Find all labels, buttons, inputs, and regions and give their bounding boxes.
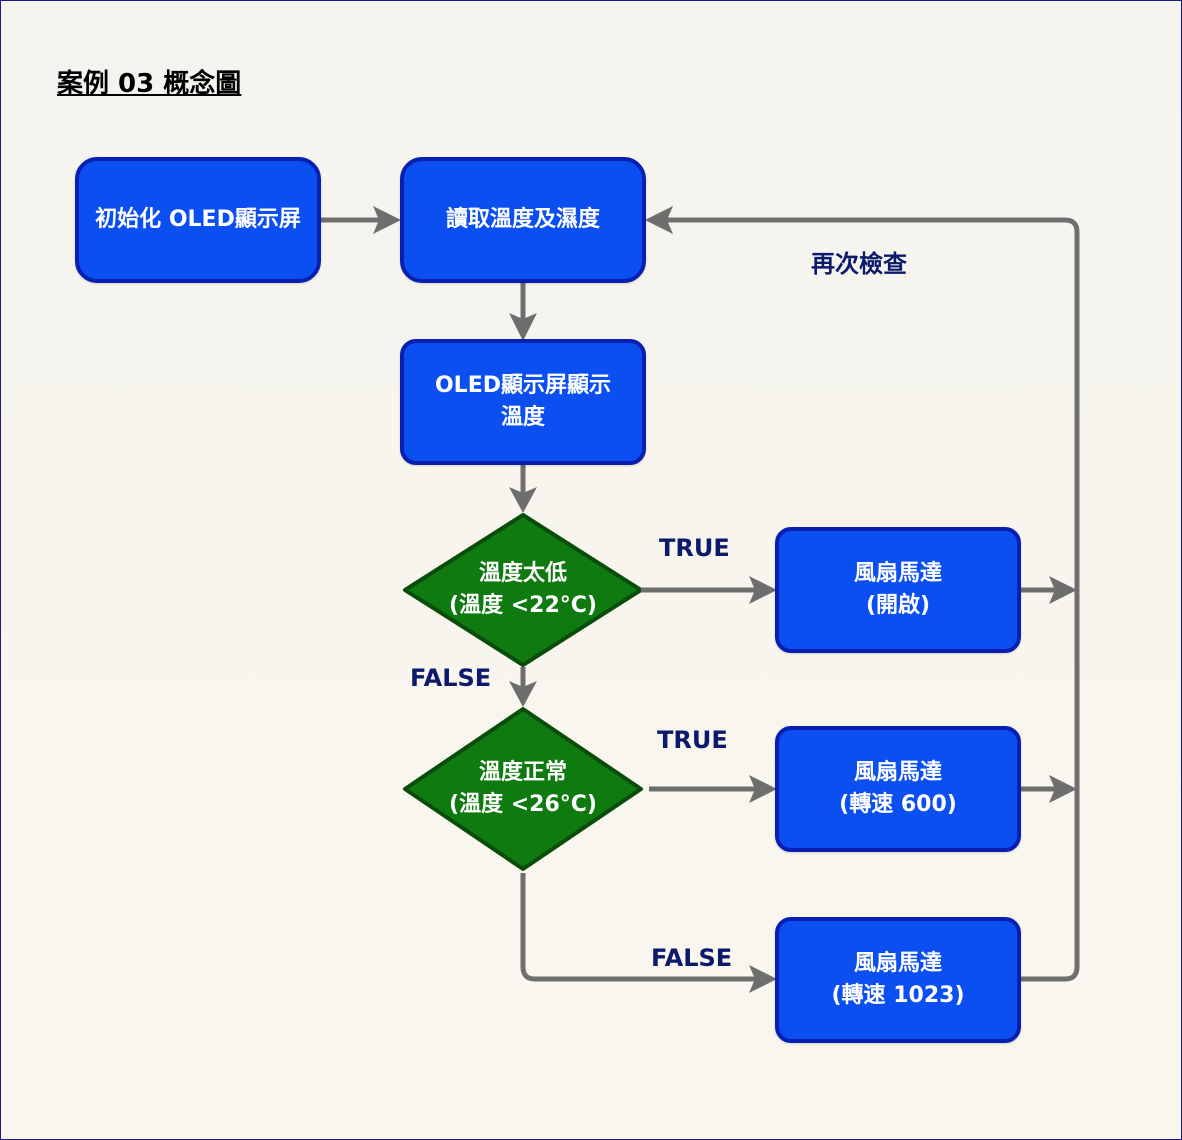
decision-low-label: 溫度太低 (溫度 <22°C) bbox=[405, 555, 641, 625]
arrowhead-low-true bbox=[749, 576, 777, 604]
edge-label-low-false: FALSE bbox=[410, 664, 492, 692]
decision-normal-shape bbox=[403, 707, 643, 871]
node-fan-on: 風扇馬達 (開啟) bbox=[775, 527, 1021, 653]
decision-low-line1: 溫度太低 bbox=[478, 561, 567, 586]
node-oled-show-line2: 溫度 bbox=[500, 405, 545, 430]
decision-low-shape bbox=[403, 513, 643, 667]
node-read-sensor-label: 讀取溫度及濕度 bbox=[445, 207, 600, 232]
decision-low-line2: (溫度 <22°C) bbox=[449, 593, 597, 618]
arrowhead-oled-to-decision-low bbox=[509, 487, 537, 513]
decision-normal-label: 溫度正常 (溫度 <26°C) bbox=[405, 754, 641, 824]
node-read-sensor: 讀取溫度及濕度 bbox=[400, 157, 646, 283]
node-fan-1023-line1: 風扇馬達 bbox=[853, 951, 942, 976]
node-oled-show-line1: OLED顯示屏顯示 bbox=[434, 373, 611, 398]
edge-label-low-true: TRUE bbox=[659, 534, 730, 562]
page-title: 案例 03 概念圖 bbox=[57, 69, 242, 99]
arrowhead-fan-on-to-loop bbox=[1049, 576, 1077, 604]
node-fan-600: 風扇馬達 (轉速 600) bbox=[775, 726, 1021, 852]
node-init-oled: 初始化 OLED顯示屏 bbox=[75, 157, 321, 283]
arrow-recheck-loop bbox=[667, 217, 1080, 982]
node-fan-1023: 風扇馬達 (轉速 1023) bbox=[775, 917, 1021, 1043]
arrowhead-recheck bbox=[645, 206, 673, 234]
arrowhead-normal-true bbox=[749, 775, 777, 803]
edge-label-normal-false: FALSE bbox=[651, 944, 733, 972]
edge-label-recheck: 再次檢查 bbox=[811, 250, 907, 278]
arrow-normal-false bbox=[520, 873, 755, 982]
node-fan-1023-line2: (轉速 1023) bbox=[831, 983, 965, 1008]
node-oled-show: OLED顯示屏顯示 溫度 bbox=[400, 339, 646, 465]
node-fan-600-line2: (轉速 600) bbox=[839, 792, 957, 817]
decision-normal-line1: 溫度正常 bbox=[478, 760, 567, 785]
node-fan-on-line2: (開啟) bbox=[865, 593, 931, 618]
arrowhead-init-to-read bbox=[373, 206, 401, 234]
edge-label-normal-true: TRUE bbox=[657, 726, 728, 754]
node-init-oled-label: 初始化 OLED顯示屏 bbox=[95, 207, 301, 232]
arrowhead-low-false bbox=[509, 681, 537, 707]
decision-normal-line2: (溫度 <26°C) bbox=[449, 792, 597, 817]
node-fan-600-line1: 風扇馬達 bbox=[853, 760, 942, 785]
node-fan-on-line1: 風扇馬達 bbox=[853, 561, 942, 586]
arrowhead-fan600-to-loop bbox=[1049, 775, 1077, 803]
arrowhead-normal-false bbox=[749, 965, 777, 993]
arrowhead-read-to-oled bbox=[509, 313, 537, 341]
